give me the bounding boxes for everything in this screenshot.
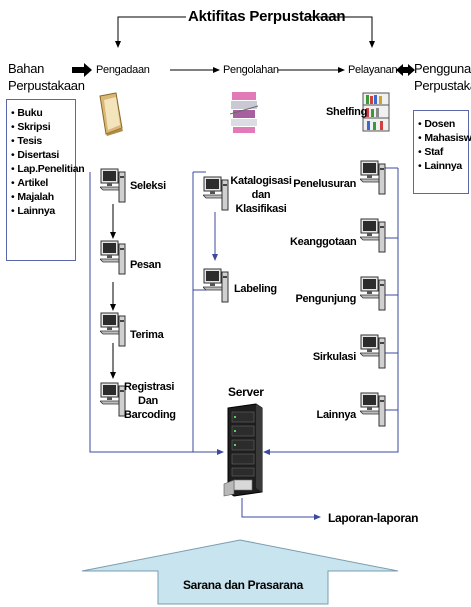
step-registrasi: Registrasi Dan Barcoding xyxy=(124,381,176,421)
user-type-item: Lainnya xyxy=(418,159,468,173)
sirkulasi-computer-icon xyxy=(360,334,386,369)
source-heading: Bahan Perpustakaan xyxy=(8,60,85,94)
users-heading: Pengguna Perpustakaan xyxy=(414,60,471,94)
materials-list: Buku Skripsi Tesis Disertasi Lap.Penelit… xyxy=(7,100,84,218)
stage-pengolahan: Pengolahan xyxy=(223,64,279,76)
material-item: Artikel xyxy=(11,176,75,190)
pesan-computer-icon xyxy=(100,240,126,275)
user-type-item: Dosen xyxy=(418,117,468,131)
katalog-computer-icon xyxy=(203,176,229,211)
infrastructure-arrow xyxy=(81,539,399,605)
server-to-reports-arrow xyxy=(241,498,321,520)
users-heading-line1: Pengguna xyxy=(414,61,471,76)
step-sirkulasi: Sirkulasi xyxy=(312,351,356,363)
step-labeling: Labeling xyxy=(234,283,277,295)
step-lainnya: Lainnya xyxy=(316,409,357,421)
user-types-box: Dosen Mahasiswa Staf Lainnya xyxy=(413,110,471,194)
material-item: Tesis xyxy=(11,134,75,148)
reports-label: Laporan-laporan xyxy=(328,511,419,525)
users-heading-line2: Perpustakaan xyxy=(414,78,471,93)
source-heading-line1: Bahan xyxy=(8,61,45,76)
source-heading-line2: Perpustakaan xyxy=(8,78,85,93)
shelf-icon xyxy=(362,92,390,132)
title-to-pelayanan-arrow xyxy=(307,16,375,48)
terima-computer-icon xyxy=(100,312,126,347)
user-types-list: Dosen Mahasiswa Staf Lainnya xyxy=(414,111,471,173)
seleksi-computer-icon xyxy=(100,168,126,203)
material-item: Lainnya xyxy=(11,204,75,218)
server-icon xyxy=(223,403,263,497)
users-double-arrow xyxy=(396,64,415,76)
user-type-item: Mahasiswa xyxy=(418,131,471,145)
pelayanan-bus-to-server xyxy=(263,168,399,455)
lainnya-computer-icon xyxy=(360,392,386,427)
diagram-title: Aktifitas Perpustakaan xyxy=(188,8,346,25)
material-item: Disertasi xyxy=(11,148,75,162)
infrastructure-label: Sarana dan Prasarana xyxy=(182,578,304,592)
shelfing-label: Shelfing xyxy=(326,106,367,118)
penelusuran-computer-icon xyxy=(360,160,386,195)
step-terima: Terima xyxy=(130,329,164,341)
book-icon xyxy=(99,92,123,136)
server-label: Server xyxy=(228,385,264,399)
step-penelusuran: Penelusuran xyxy=(293,178,356,190)
step-seleksi: Seleksi xyxy=(130,180,166,192)
material-item: Buku xyxy=(11,106,75,120)
labeling-computer-icon xyxy=(203,268,229,303)
step-pengunjung: Pengunjung xyxy=(295,293,356,305)
pengunjung-computer-icon xyxy=(360,276,386,311)
registrasi-computer-icon xyxy=(100,382,126,417)
pengadaan-bus-to-server xyxy=(89,172,224,455)
step-keanggotaan: Keanggotaan xyxy=(290,236,357,248)
keanggotaan-computer-icon xyxy=(360,218,386,253)
user-type-item: Staf xyxy=(418,145,468,159)
step-pesan: Pesan xyxy=(130,259,161,271)
step-katalog: Katalogisasi dan Klasifikasi xyxy=(230,175,292,215)
material-item: Skripsi xyxy=(11,120,75,134)
processing-materials-icon xyxy=(230,92,259,133)
materials-list-box: Buku Skripsi Tesis Disertasi Lap.Penelit… xyxy=(6,99,85,261)
stage-pengadaan: Pengadaan xyxy=(96,64,150,76)
stage-pelayanan: Pelayanan xyxy=(348,64,398,76)
source-thick-arrow xyxy=(72,63,92,77)
material-item: Lap.Penelitian xyxy=(11,162,84,176)
title-to-pengadaan-arrow xyxy=(115,16,186,48)
material-item: Majalah xyxy=(11,190,75,204)
